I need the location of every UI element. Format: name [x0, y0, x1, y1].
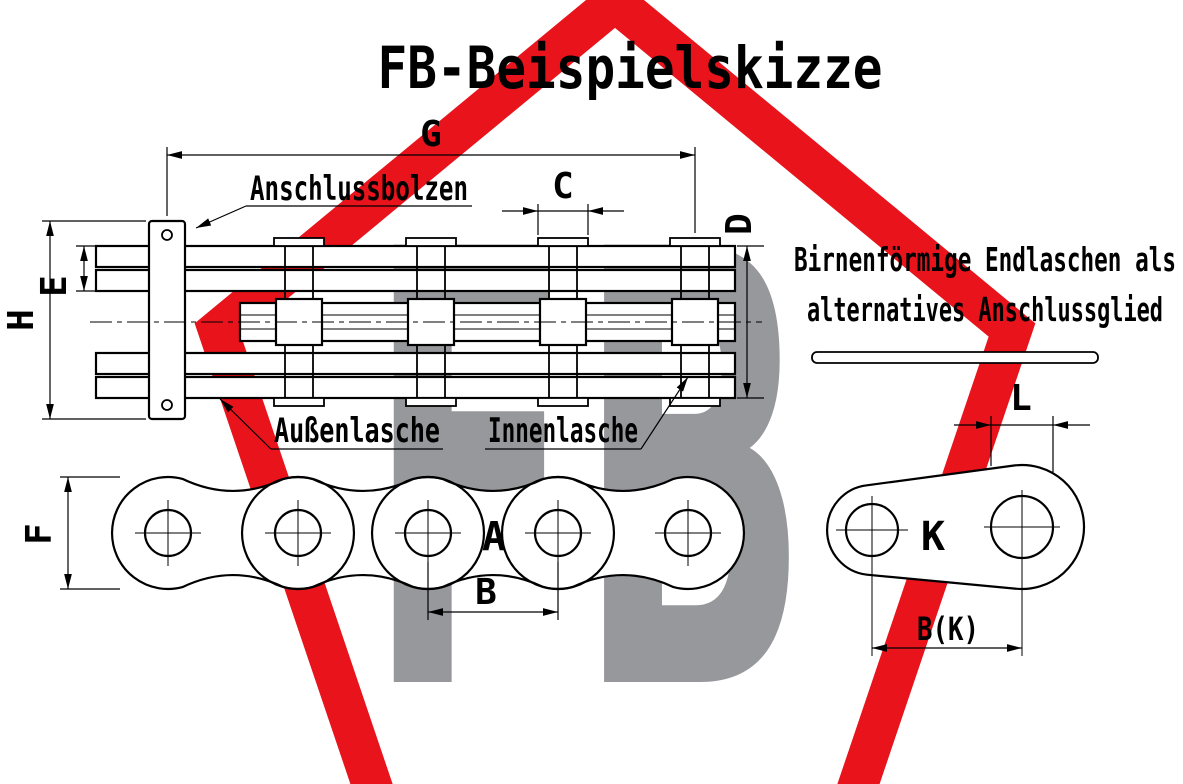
dimension-L: L [954, 378, 1090, 472]
dimension-H: H [1, 220, 146, 420]
chain-top-view [90, 219, 762, 421]
dimension-E: E [34, 245, 96, 297]
page-title: FB-Beispielskizze [378, 34, 883, 102]
center-marks [135, 500, 721, 566]
note-line-2: alternatives Anschlussglied [807, 290, 1163, 329]
pear-end-plate-view: K [825, 463, 1086, 656]
outer-plate-band-top [94, 244, 737, 269]
end-plate-edge-view [811, 351, 1099, 364]
leader-aussenlasche: Außenlasche [219, 398, 443, 451]
pin-end-caps [273, 237, 721, 407]
dim-letter-L: L [1010, 378, 1032, 419]
dim-letter-C: C [552, 166, 574, 207]
dim-letter-K: K [921, 514, 945, 560]
dim-letter-B: B [475, 572, 497, 613]
label-innenlasche: Innenlasche [488, 411, 638, 451]
center-marks [836, 490, 1060, 656]
dimension-B: B [427, 562, 559, 620]
connecting-pin [147, 219, 187, 421]
dim-letter-A: A [482, 514, 506, 560]
dimension-F: F [19, 476, 120, 590]
rollers-side-view [143, 508, 713, 558]
dimension-C: C [502, 166, 624, 235]
outer-plate-band-bottom [94, 375, 737, 400]
dim-letter-H: H [1, 309, 42, 331]
cotter-hole-top [161, 229, 173, 241]
dimension-D: D [719, 213, 764, 399]
dim-letter-G: G [420, 114, 442, 155]
dim-letter-F: F [19, 523, 60, 545]
inner-plate-band-bottom [94, 351, 737, 376]
leader-anschlussbolzen: Anschlussbolzen [195, 169, 472, 229]
dim-letter-D: D [719, 213, 760, 235]
dimension-BK: B(K) [872, 610, 1022, 652]
chain-side-view: A [110, 475, 746, 591]
dimension-G: G [166, 114, 696, 233]
cotter-hole-bottom [161, 399, 173, 411]
inner-plate-band-top [94, 268, 737, 293]
label-aussenlasche: Außenlasche [274, 411, 440, 451]
dim-letter-E: E [34, 275, 75, 297]
alternative-endplate-note: Birnenförmige Endlaschen als alternative… [794, 240, 1176, 364]
leader-innenlasche: Innenlasche [485, 376, 689, 451]
label-anschlussbolzen: Anschlussbolzen [250, 169, 468, 209]
dim-letter-BK: B(K) [917, 610, 979, 648]
note-line-1: Birnenförmige Endlaschen als [794, 240, 1176, 279]
